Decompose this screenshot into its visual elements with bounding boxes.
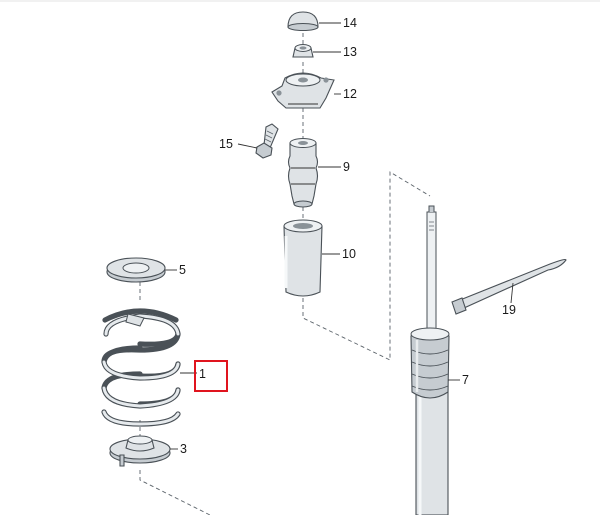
- part-7-shock-absorber: [410, 205, 450, 515]
- part-13-hex-nut: [292, 44, 314, 58]
- part-14-protective-cap: [287, 11, 319, 32]
- callout-15: 15: [219, 137, 233, 151]
- selected-part-highlight: [194, 360, 228, 392]
- part-5-upper-spring-seat: [106, 257, 166, 283]
- callout-10: 10: [342, 247, 356, 261]
- leader-lines: [165, 22, 514, 450]
- callout-19: 19: [502, 303, 516, 317]
- callout-9: 9: [343, 160, 350, 174]
- callout-13: 13: [343, 45, 357, 59]
- callout-12: 12: [343, 87, 357, 101]
- callout-1: 1: [199, 367, 206, 381]
- part-12-strut-mount: [271, 72, 335, 109]
- part-15-bolt: [255, 123, 279, 159]
- part-1-coil-spring: [101, 308, 181, 427]
- callout-3: 3: [180, 442, 187, 456]
- callout-7: 7: [462, 373, 469, 387]
- part-3-lower-spring-seat: [109, 435, 171, 467]
- callout-5: 5: [179, 263, 186, 277]
- callout-labels: 14 13 12 15 9 10 5 19 1 7 3: [179, 16, 516, 456]
- part-9-bump-stop: [287, 138, 319, 208]
- callout-14: 14: [343, 16, 357, 30]
- part-10-protective-sleeve: [283, 219, 323, 297]
